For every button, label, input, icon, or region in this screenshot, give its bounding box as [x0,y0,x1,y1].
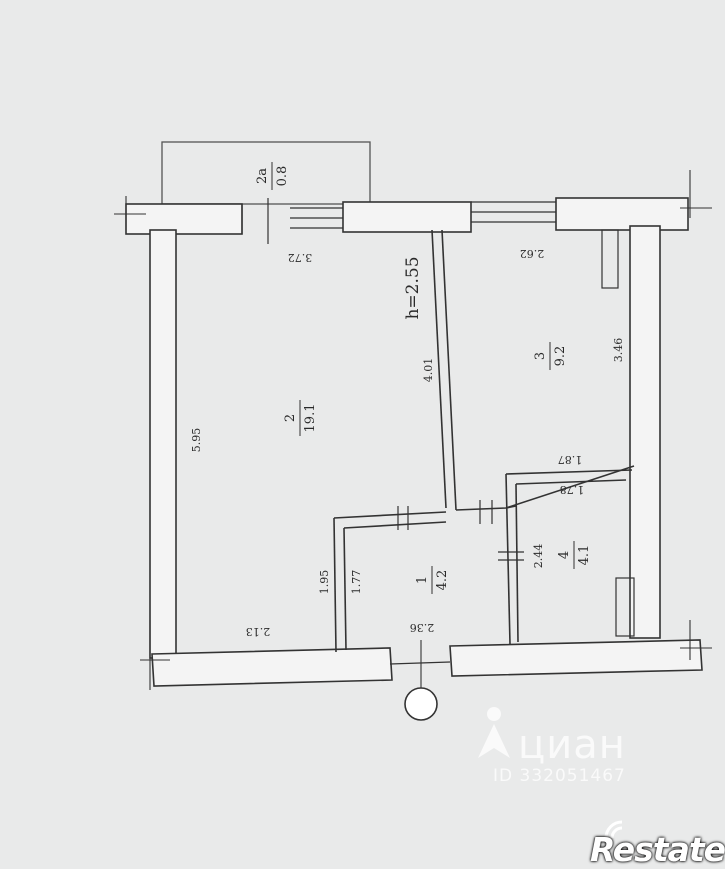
interior-walls [333,229,635,653]
room-3-area: 9.2 [553,346,568,367]
entrance-door [389,661,451,665]
cian-logo-icon [478,707,510,758]
room-2a-area: 0.8 [275,166,290,187]
extension-lines [114,170,712,690]
entrance-marker [404,687,438,721]
dim-room2-right-lower: 1.95 [318,570,331,595]
dim-room3-right: 3.46 [612,338,625,363]
room4-fixture [615,577,635,637]
dim-room4-left: 2.44 [532,544,545,569]
left-wall [149,229,177,659]
restate-logo: Restate [590,830,725,869]
room-2-area: 19.1 [303,404,318,433]
room-1-label: 1 4.2 [415,566,450,594]
room-2a-number: 2a [255,168,270,184]
dim-room1-left: 1.77 [350,570,363,595]
room3-fixture [601,229,619,289]
top-wall [125,197,689,235]
ceiling-height: h=2.55 [403,256,423,319]
room-4-label: 4 4.1 [557,541,592,569]
dim-room2-bottom: 2.13 [246,625,271,638]
dim-room3-top: 2.62 [520,247,545,260]
dim-room2-top: 3.72 [288,251,313,264]
room-4-area: 4.1 [577,545,592,566]
room-2-number: 2 [283,414,298,422]
room-2-label: 2 19.1 [283,400,318,436]
listing-id-watermark: ID 332051467 [493,766,626,786]
room-4-number: 4 [557,551,572,559]
room-3-number: 3 [533,352,548,360]
room-1-area: 4.2 [435,570,450,591]
right-wall [629,225,661,639]
room-3-label: 3 9.2 [533,342,568,370]
cian-watermark: циан [518,722,626,768]
dim-room1-bottom: 2.36 [410,621,435,634]
door-ticks [397,500,524,561]
room-2a-label: 2a 0.8 [255,162,290,190]
restate-signal-icon [604,820,623,839]
balcony-outline [161,141,371,205]
dim-room2-left: 5.95 [190,428,203,453]
top-windows [241,198,556,244]
dim-room4-top: 1.78 [560,483,585,496]
room-1-number: 1 [415,576,430,584]
dim-room3-bottom: 1.87 [558,453,583,466]
dim-room2-right: 4.01 [422,358,435,383]
bottom-wall [151,639,703,687]
